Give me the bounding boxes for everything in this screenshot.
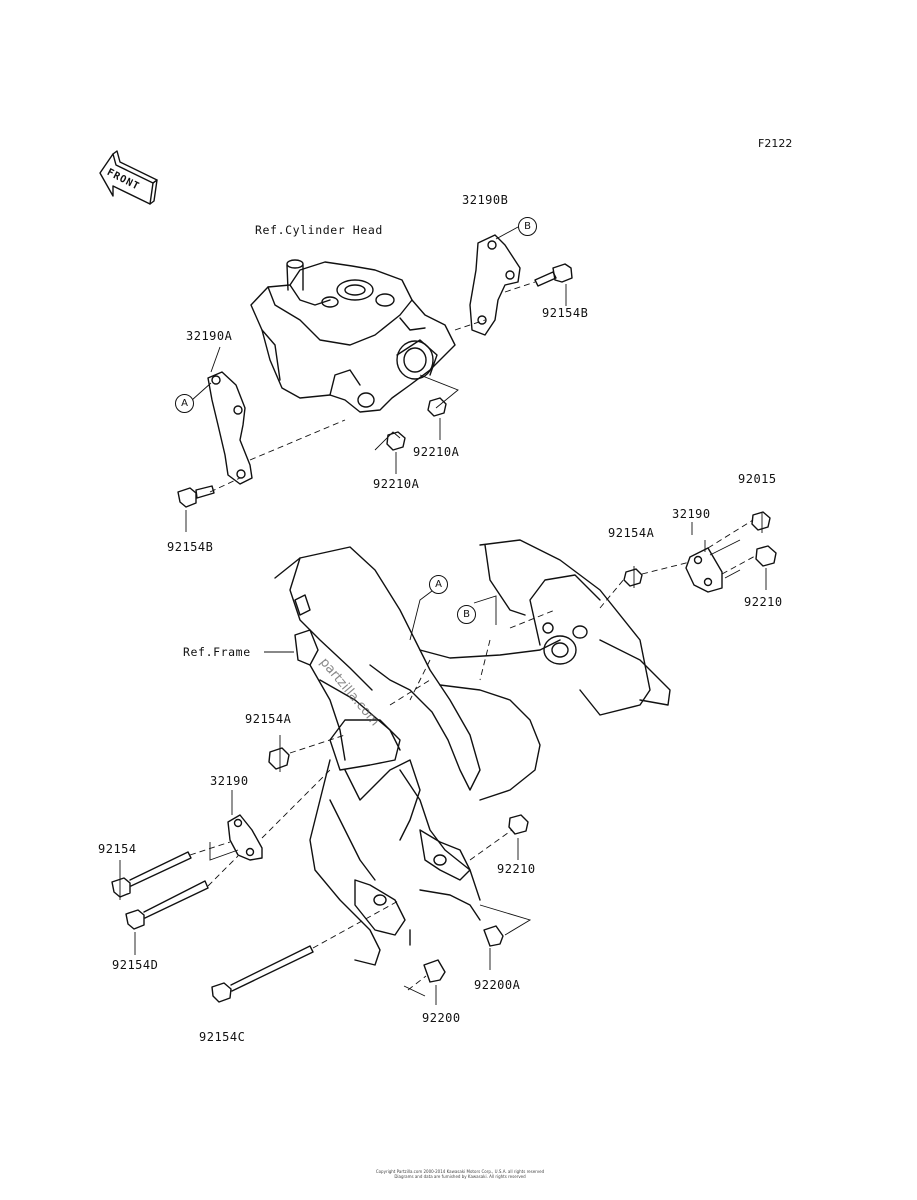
front-arrow-icon: [99, 150, 158, 205]
label-92210a-upper: 92210A: [413, 445, 460, 459]
nut-92210a-upper-shape: [427, 397, 447, 417]
ref-frame-label: Ref.Frame: [183, 645, 251, 659]
nut-92015-shape: [751, 511, 771, 531]
copyright-line-1: Copyright Partzilla.com 2000-2014 Kawasa…: [375, 1169, 545, 1174]
bracket-32190-right-shape: [685, 547, 723, 593]
washer-92200a-shape: [483, 925, 504, 947]
callout-a-left: A: [175, 394, 194, 413]
label-92210-right: 92210: [744, 595, 783, 609]
callout-b-top: B: [518, 217, 537, 236]
label-92210a-lower: 92210A: [373, 477, 420, 491]
nut-92210a-lower-shape: [386, 431, 406, 451]
diagram-code: F2122: [758, 137, 793, 150]
copyright-line-2: Diagrams and data are furnished by Kawas…: [394, 1174, 526, 1179]
label-92154a-upper: 92154A: [608, 526, 655, 540]
bolt-92154b-upper-shape: [534, 263, 573, 287]
ref-cylinder-head-label: Ref.Cylinder Head: [255, 223, 383, 237]
collar-92154a-lower-shape: [268, 747, 290, 770]
collar-92154a-upper-shape: [623, 568, 643, 587]
nut-92210-right-shape: [755, 545, 777, 567]
bracket-32190-lower-shape: [227, 814, 263, 861]
label-92015: 92015: [738, 472, 777, 486]
callout-b-frame: B: [457, 605, 476, 624]
frame-shape: [274, 539, 671, 966]
callout-a-frame: A: [429, 575, 448, 594]
label-92154a-lower: 92154A: [245, 712, 292, 726]
bolt-92154b-lower-shape: [177, 485, 215, 508]
nut-92210-lower-shape: [508, 814, 529, 835]
bracket-32190b-shape: [469, 234, 521, 336]
label-32190b: 32190B: [462, 193, 509, 207]
bolt-92154d-shape: [125, 880, 209, 930]
label-92154b-upper: 92154B: [542, 306, 589, 320]
bracket-32190a-shape: [207, 371, 253, 485]
washer-92200-shape: [423, 959, 446, 983]
label-92200: 92200: [422, 1011, 461, 1025]
label-32190-lower: 32190: [210, 774, 249, 788]
label-92210-lower: 92210: [497, 862, 536, 876]
label-92154c: 92154C: [199, 1030, 246, 1044]
label-92154d: 92154D: [112, 958, 159, 972]
label-92154: 92154: [98, 842, 137, 856]
bolt-92154c-shape: [211, 945, 314, 1003]
label-32190a: 32190A: [186, 329, 233, 343]
cylinder-head-shape: [250, 259, 456, 413]
label-92154b-lower: 92154B: [167, 540, 214, 554]
copyright-notice: Copyright Partzilla.com 2000-2014 Kawasa…: [300, 1169, 620, 1179]
label-92200a: 92200A: [474, 978, 521, 992]
bolt-92154-shape: [111, 851, 192, 898]
label-32190-upper: 32190: [672, 507, 711, 521]
